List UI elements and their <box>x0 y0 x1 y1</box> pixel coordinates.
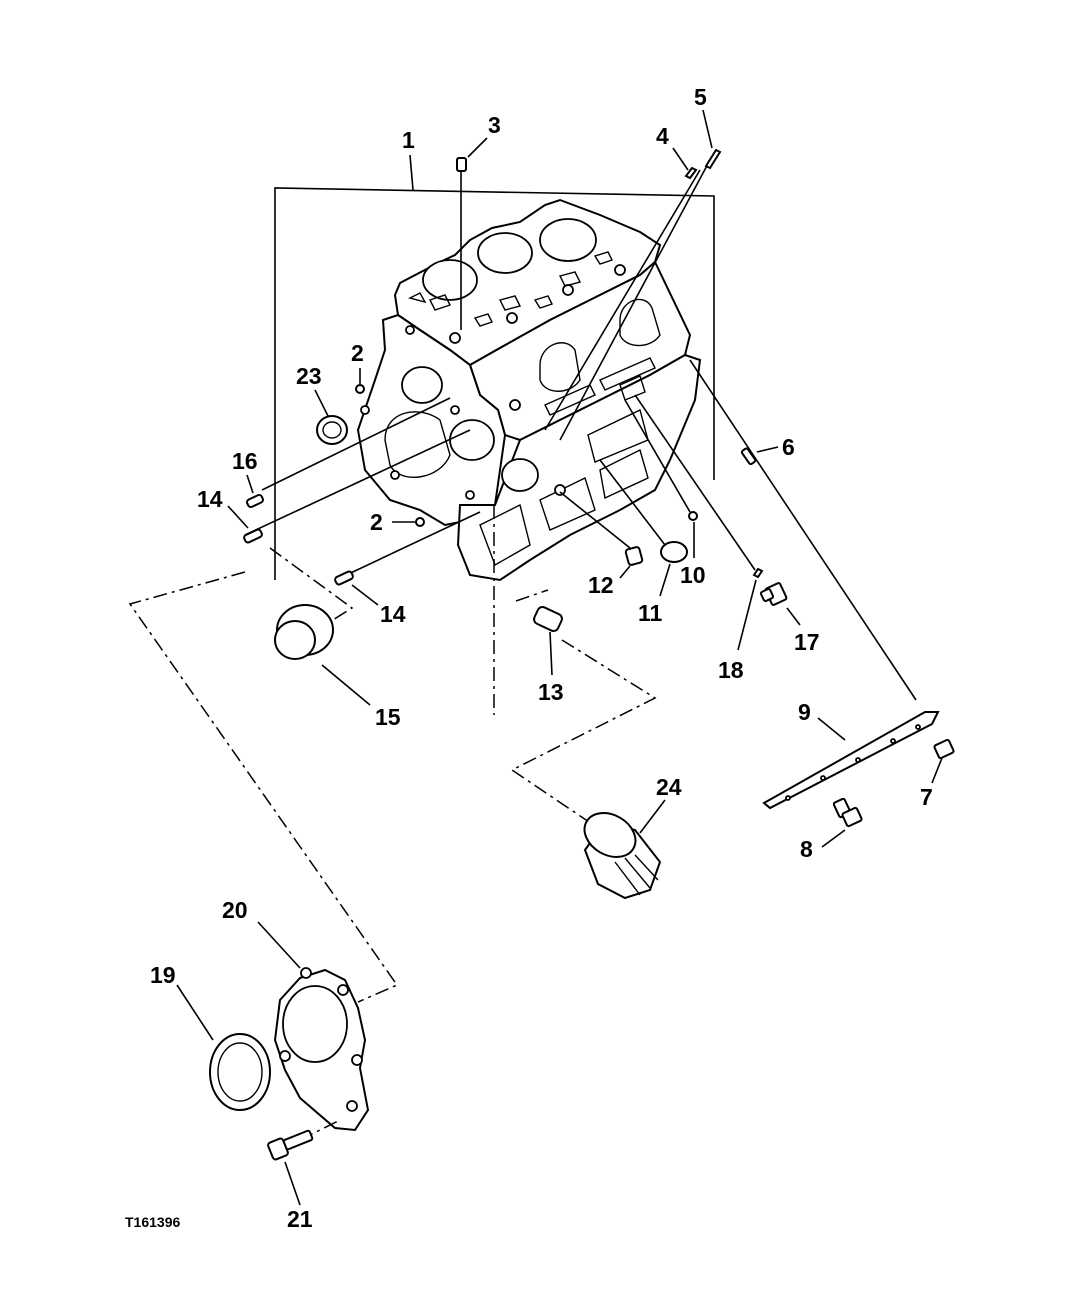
leader-24 <box>639 799 666 834</box>
callout-24: 24 <box>656 774 682 800</box>
leader-6 <box>756 446 779 453</box>
bolt-part-8 <box>821 797 863 848</box>
leader-11 <box>659 563 671 597</box>
leader-20 <box>257 921 301 969</box>
dipstick-parts-4-5 <box>672 109 722 180</box>
leader-16 <box>246 474 254 494</box>
plug-part-11 <box>599 459 688 597</box>
callout-15: 15 <box>375 704 401 730</box>
cap-part-15 <box>269 547 371 706</box>
leader-9 <box>817 717 846 741</box>
callout-14-left: 14 <box>197 486 223 512</box>
callout-2-lower: 2 <box>370 509 383 535</box>
callout-18: 18 <box>718 657 744 683</box>
plug-part-12 <box>559 491 644 579</box>
leader-12 <box>619 565 631 579</box>
callout-4: 4 <box>656 123 669 149</box>
pin-part-14-left <box>227 505 263 544</box>
callout-6: 6 <box>782 434 795 460</box>
pin-part-16 <box>246 474 264 509</box>
callout-8: 8 <box>800 836 813 862</box>
callout-7: 7 <box>920 784 933 810</box>
callout-14-right: 14 <box>380 601 406 627</box>
leader-17 <box>786 607 801 626</box>
bolt-part-21 <box>267 1119 341 1206</box>
callout-20: 20 <box>222 897 248 923</box>
leader-3 <box>467 137 488 158</box>
callout-2-upper: 2 <box>351 340 364 366</box>
figure-id: T161396 <box>125 1214 180 1230</box>
callout-12: 12 <box>588 572 614 598</box>
callout-3: 3 <box>488 112 501 138</box>
nut-part-7 <box>931 738 955 784</box>
fitting-part-13 <box>515 589 563 676</box>
pin-part-14-right <box>334 570 379 606</box>
leader-18 <box>737 579 757 651</box>
leader-8 <box>821 829 846 848</box>
leader-1 <box>409 154 414 191</box>
leader-4 <box>672 147 689 171</box>
rear-housing-part-20 <box>257 921 370 1132</box>
callout-16: 16 <box>232 448 258 474</box>
drain-plug-part-17 <box>760 582 801 626</box>
oil-filter-part-24 <box>510 639 666 900</box>
assembly-bracket <box>274 187 715 580</box>
callout-13: 13 <box>538 679 564 705</box>
rear-oil-seal-part-19 <box>176 984 271 1111</box>
leader-14a <box>227 505 249 529</box>
oil-seal-part-23 <box>314 389 348 445</box>
cover-plate-part-9 <box>689 359 940 810</box>
leader-19 <box>176 984 214 1041</box>
callout-19: 19 <box>150 962 176 988</box>
callout-5: 5 <box>694 84 707 110</box>
plug-part-10 <box>624 399 698 558</box>
leader-15 <box>321 664 371 706</box>
leader-5 <box>702 109 713 149</box>
callout-11: 11 <box>638 600 663 626</box>
callout-17: 17 <box>794 629 820 655</box>
callout-21: 21 <box>287 1206 313 1232</box>
leader-14b <box>351 584 379 606</box>
leader-21 <box>284 1161 301 1206</box>
callout-23: 23 <box>296 363 322 389</box>
callout-9: 9 <box>798 699 811 725</box>
leader-23 <box>314 389 329 417</box>
callout-1: 1 <box>402 127 415 153</box>
leader-13 <box>549 631 553 676</box>
plug-part-2-lower <box>392 517 425 527</box>
stud-part-6 <box>740 446 779 466</box>
plug-part-2-upper <box>355 368 365 394</box>
plug-part-3 <box>456 137 488 330</box>
callout-10: 10 <box>680 562 706 588</box>
leader-7 <box>931 757 943 784</box>
washer-part-18 <box>634 394 764 651</box>
